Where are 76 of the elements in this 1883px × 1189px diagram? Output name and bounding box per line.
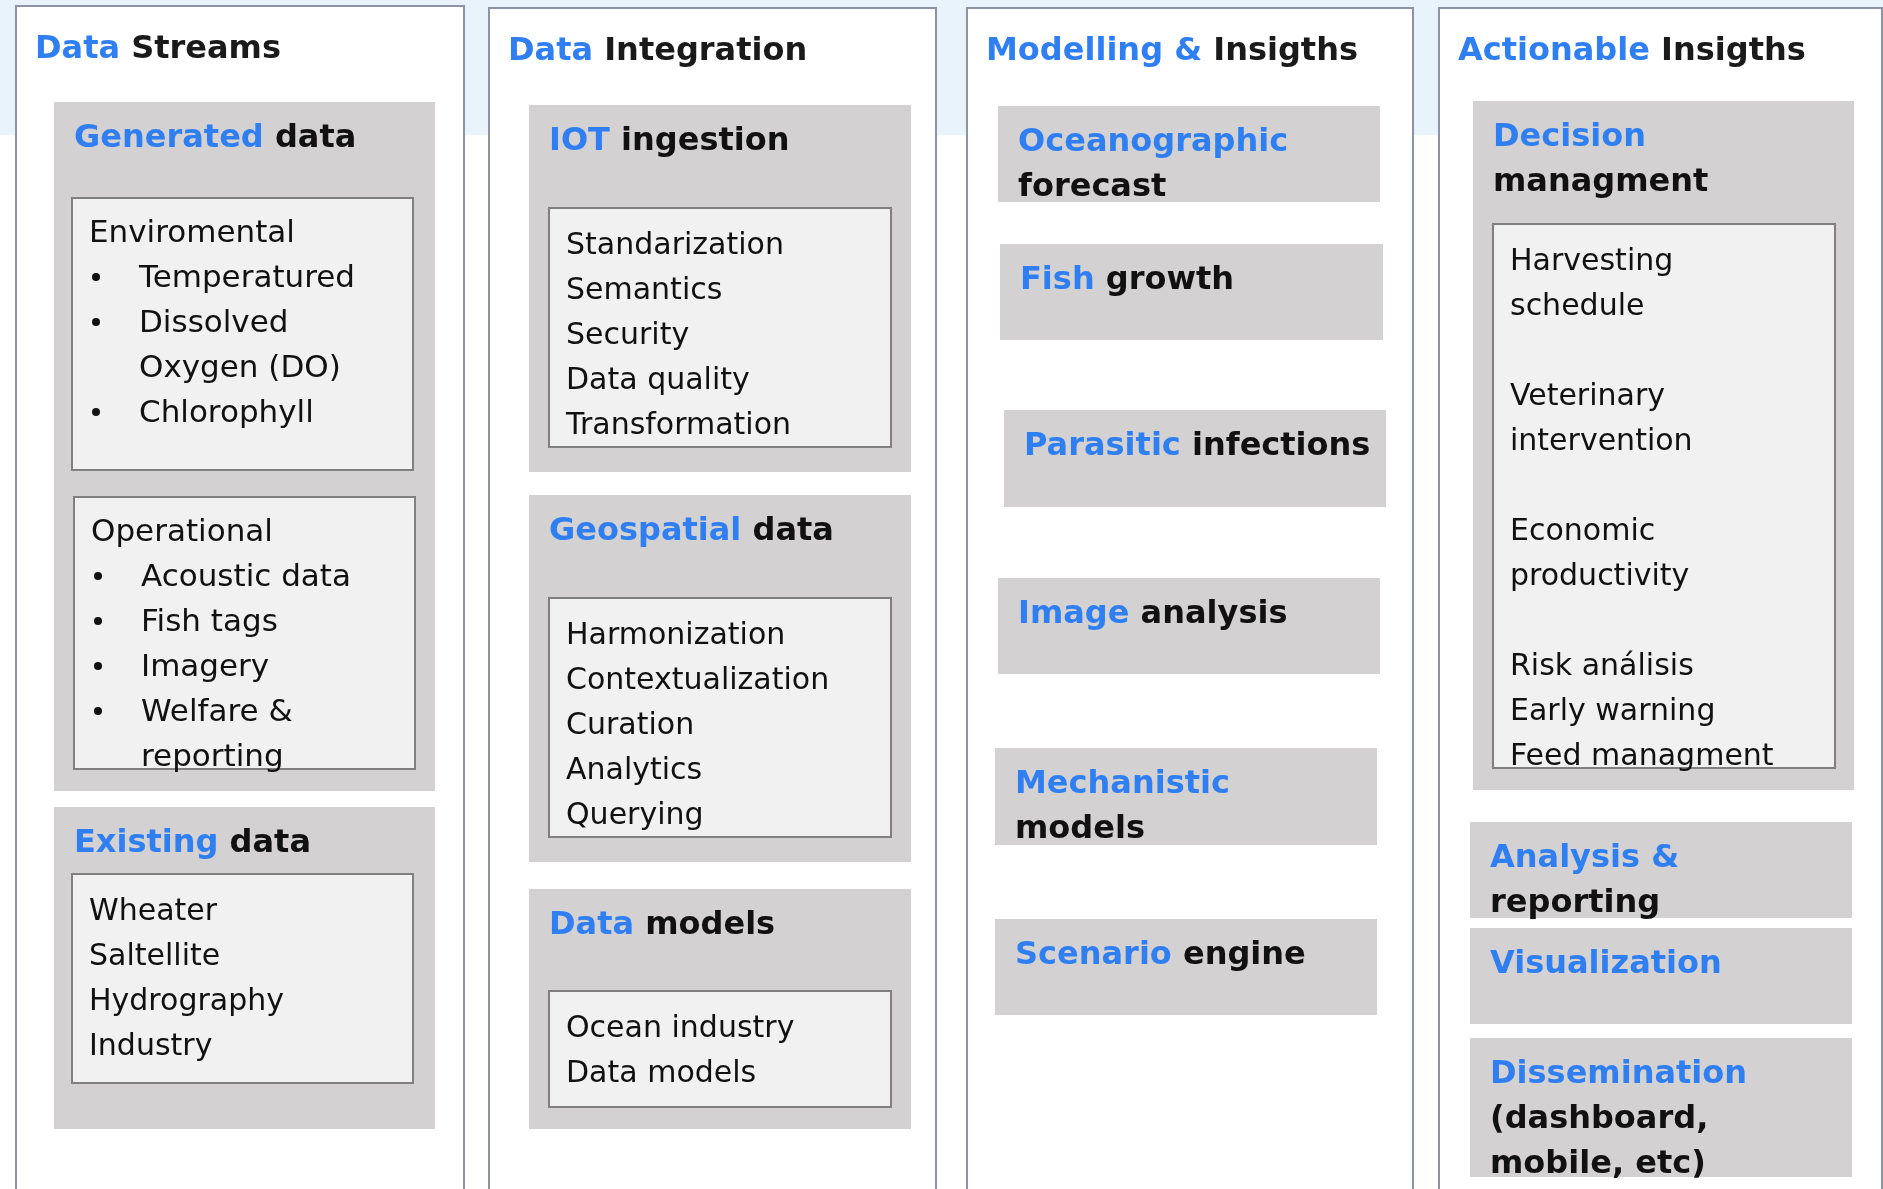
list-item: Data models — [566, 1053, 757, 1091]
list-item: Semantics — [566, 270, 723, 308]
list-heading: Operational — [91, 511, 273, 550]
section-panel — [54, 807, 435, 1129]
section-panel — [998, 106, 1380, 202]
section-panel — [1470, 822, 1852, 918]
list-item: Economic productivity — [1510, 511, 1691, 594]
list-item: Transformation — [566, 405, 792, 443]
section-heading: Mechanistic models — [1015, 762, 1231, 848]
list-item: Data quality — [566, 360, 750, 398]
section-panel — [995, 919, 1377, 1015]
list-item: Acoustic data — [141, 556, 352, 595]
section-heading: Visualization — [1490, 942, 1722, 983]
list-item: Imagery — [141, 646, 271, 685]
list-item: Curation — [566, 705, 695, 743]
section-panel — [529, 105, 911, 472]
list-box — [73, 496, 416, 770]
list-item: Risk análisis — [1510, 646, 1694, 684]
section-heading: Data models — [549, 903, 776, 944]
column-panel — [15, 5, 465, 1189]
section-heading: Generated data — [74, 116, 357, 157]
section-heading: Oceanographic forecast — [1018, 120, 1290, 206]
section-heading: Scenario engine — [1015, 933, 1306, 974]
section-panel — [1470, 928, 1852, 1024]
list-item: Querying — [566, 795, 704, 833]
section-heading: Geospatial data — [549, 509, 834, 550]
column-panel — [488, 7, 937, 1189]
list-item: Harvesting schedule — [1510, 241, 1675, 324]
section-heading: Image analysis — [1018, 592, 1288, 633]
list-item: Ocean industry — [566, 1008, 795, 1046]
section-heading: Parasitic infections — [1024, 424, 1371, 465]
column-title: Modelling & Insigths — [986, 29, 1358, 69]
column-title: Actionable Insigths — [1458, 29, 1806, 69]
list-item: Veterinary intervention — [1510, 376, 1694, 459]
list-box — [71, 197, 414, 471]
list-item: Temperatured — [139, 257, 357, 296]
column-panel — [1438, 7, 1883, 1189]
list-item: Harmonization — [566, 615, 786, 653]
list-item: Hydrography — [89, 981, 284, 1019]
list-box — [548, 597, 892, 838]
section-panel — [54, 102, 435, 791]
section-heading: Fish growth — [1020, 258, 1235, 299]
list-item: Fish tags — [141, 601, 279, 640]
section-panel — [1473, 101, 1854, 790]
section-heading: Existing data — [74, 821, 311, 862]
list-item: Analytics — [566, 750, 703, 788]
section-panel — [529, 495, 911, 862]
list-item: Wheater — [89, 891, 218, 929]
list-item: Chlorophyll — [139, 392, 315, 431]
section-panel — [1000, 244, 1383, 340]
section-heading: Dissemination (dashboard, mobile, etc) — [1490, 1052, 1749, 1183]
column-panel — [966, 7, 1414, 1189]
list-box — [548, 207, 892, 448]
column-title: Data Streams — [35, 27, 281, 67]
list-item: Welfare & reporting — [141, 691, 294, 775]
list-item: Security — [566, 315, 690, 353]
list-box — [548, 990, 892, 1108]
section-panel — [1470, 1038, 1852, 1177]
section-heading: IOT ingestion — [549, 119, 790, 160]
column-title: Data Integration — [508, 29, 808, 69]
list-box — [1492, 223, 1836, 769]
section-heading: Analysis & reporting — [1490, 836, 1681, 922]
list-item: Feed managment — [1510, 736, 1774, 774]
list-item: Saltellite — [89, 936, 221, 974]
section-heading: Decision managment — [1493, 115, 1710, 201]
list-box — [71, 873, 414, 1084]
list-item: Dissolved Oxygen (DO) — [139, 302, 342, 386]
list-heading: Enviromental — [89, 212, 295, 251]
section-panel — [998, 578, 1380, 674]
list-item: Early warning — [1510, 691, 1716, 729]
section-panel — [1004, 410, 1386, 507]
section-panel — [995, 748, 1377, 845]
list-item: Standarization — [566, 225, 784, 263]
section-panel — [529, 889, 911, 1129]
list-item: Industry — [89, 1026, 213, 1064]
list-item: Contextualization — [566, 660, 830, 698]
